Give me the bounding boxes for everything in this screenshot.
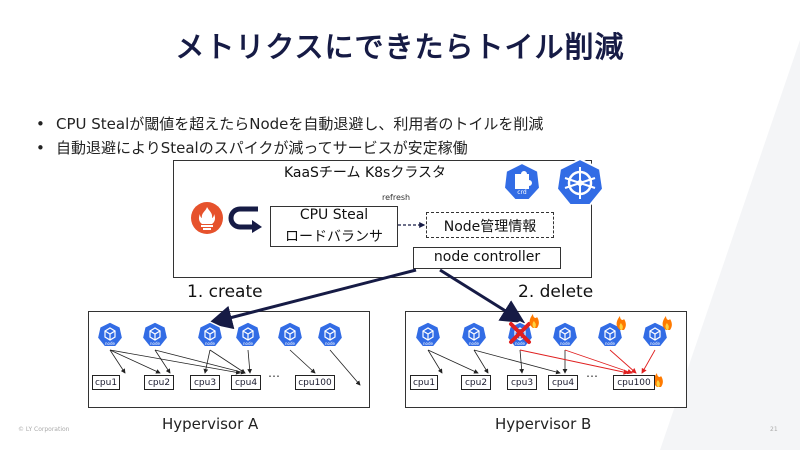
- node-label: node: [560, 341, 571, 346]
- node-icon: node: [141, 321, 169, 348]
- fire-icon: [529, 314, 539, 328]
- node-info-box: [426, 212, 554, 238]
- node-label: node: [105, 341, 116, 346]
- ellipsis: …: [268, 366, 280, 380]
- fire-icon: [662, 316, 672, 330]
- node-icon: node: [234, 321, 262, 348]
- node-controller-label: node controller: [433, 249, 541, 265]
- node-info-label: Node管理情報: [443, 219, 537, 235]
- footer-page-number: 21: [770, 426, 778, 433]
- cpu-box: cpu2: [144, 375, 174, 390]
- cpu-box: cpu2: [461, 375, 491, 390]
- step-create-label: 1. create: [187, 282, 263, 302]
- background-shape: [660, 40, 800, 450]
- kubernetes-icon: [555, 157, 605, 206]
- node-label: node: [150, 341, 161, 346]
- hv-b-red-arrows: [519, 349, 656, 375]
- node-icon: node: [276, 321, 304, 348]
- hv-a-arrows: [109, 349, 361, 386]
- crd-text: crd: [517, 189, 527, 196]
- hypervisor-b-label: Hypervisor B: [495, 415, 592, 433]
- hypervisor-a-label: Hypervisor A: [162, 415, 259, 433]
- load-balancer-box: [270, 206, 398, 247]
- load-balancer-line1: CPU Steal: [299, 207, 369, 223]
- page-title: メトリクスにできたらトイル削減: [175, 30, 625, 64]
- prometheus-icon: [191, 202, 223, 234]
- create-arrow: [208, 268, 417, 330]
- node-controller-box: [413, 247, 561, 269]
- cpu-box: cpu3: [507, 375, 537, 390]
- node-label: node: [515, 341, 526, 346]
- cluster-label: KaaSチーム K8sクラスタ: [283, 165, 447, 181]
- crd-icon: crd: [502, 161, 542, 201]
- ellipsis: …: [586, 366, 598, 380]
- node-label: node: [650, 341, 661, 346]
- cpu-box: cpu100: [295, 375, 335, 390]
- node-icon: node: [551, 321, 579, 348]
- node-label: node: [205, 341, 216, 346]
- node-label: node: [285, 341, 296, 346]
- cross-icon: [509, 322, 531, 344]
- cpu-box: cpu100: [613, 375, 655, 390]
- bullet-item: 自動退避によりStealのスパイクが減ってサービスが安定稼働: [36, 136, 543, 160]
- load-balancer-line2: ロードバランサ: [285, 229, 383, 245]
- node-label: node: [605, 341, 616, 346]
- node-icon: node: [196, 321, 224, 348]
- bullet-list: CPU Stealが閾値を超えたらNodeを自動退避し、利用者のトイルを削減 自…: [36, 112, 543, 160]
- step-delete-label: 2. delete: [518, 282, 594, 302]
- cpu-box: cpu4: [548, 375, 578, 390]
- delete-arrow: [439, 268, 526, 324]
- node-label: node: [243, 341, 254, 346]
- cpu-box: cpu4: [231, 375, 261, 390]
- hypervisor-b-box: [405, 311, 687, 408]
- node-label: node: [325, 341, 336, 346]
- refresh-arrow-icon: [228, 206, 262, 233]
- hv-b-arrows: [427, 349, 568, 375]
- fire-icon: [653, 373, 663, 387]
- bullet-item: CPU Stealが閾値を超えたらNodeを自動退避し、利用者のトイルを削減: [36, 112, 543, 136]
- fire-icon: [616, 316, 626, 330]
- node-icon: node: [96, 321, 124, 348]
- refresh-label: refresh: [382, 193, 411, 202]
- cpu-box: cpu1: [92, 375, 120, 390]
- node-icon: node: [460, 321, 488, 348]
- node-label: node: [423, 341, 434, 346]
- node-icon: node: [414, 321, 442, 348]
- node-label: node: [469, 341, 480, 346]
- cpu-box: cpu1: [410, 375, 438, 390]
- footer-copyright: © LY Corporation: [18, 426, 70, 433]
- node-icon: node: [316, 321, 344, 348]
- cpu-box: cpu3: [190, 375, 220, 390]
